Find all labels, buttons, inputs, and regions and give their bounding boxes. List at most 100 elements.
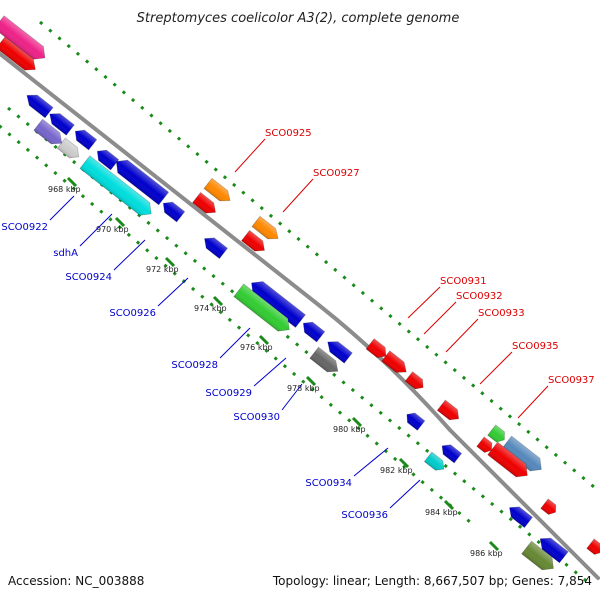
tick-mark <box>488 540 500 552</box>
tick-mark <box>305 375 317 387</box>
gene-arrow[interactable] <box>93 146 120 171</box>
gene-label-forward[interactable]: SCO0935 <box>512 341 559 352</box>
gene-arrow[interactable] <box>521 540 559 575</box>
tick-mark <box>258 334 270 346</box>
gene-label-forward[interactable]: SCO0933 <box>478 308 525 319</box>
gene-arrow[interactable] <box>0 36 40 75</box>
gene-arrow[interactable] <box>159 198 186 223</box>
gene-arrow[interactable] <box>365 338 390 362</box>
label-leader-line <box>389 479 421 509</box>
gene-label-forward[interactable]: SCO0937 <box>548 375 595 386</box>
gene-label-forward[interactable]: SCO0932 <box>456 291 503 302</box>
gene-arrow[interactable] <box>506 502 534 529</box>
tick-mark <box>164 256 176 268</box>
gene-arrow[interactable] <box>476 436 495 455</box>
gene-arrow[interactable] <box>247 277 306 328</box>
position-ticks: 968 kbp 970 kbp 972 kbp 974 kbp 976 kbp 978 k… <box>48 176 503 558</box>
tick-label: 972 kbp <box>146 265 179 274</box>
gene-arrow[interactable] <box>436 399 462 424</box>
gene-label-reverse[interactable]: SCO0926 <box>109 308 156 319</box>
tick-label: 984 kbp <box>425 508 458 517</box>
gene-arrow[interactable] <box>299 318 326 343</box>
gene-arrow[interactable] <box>23 90 54 119</box>
gene-arrow[interactable] <box>0 15 50 64</box>
gene-label-reverse[interactable]: SCO0924 <box>65 272 112 283</box>
tick-mark <box>114 216 126 228</box>
tick-label: 968 kbp <box>48 185 81 194</box>
gene-arrow[interactable] <box>324 337 353 364</box>
gene-label-reverse[interactable]: SCO0922 <box>1 222 48 233</box>
track-guide-line <box>39 20 600 494</box>
tick-label: 980 kbp <box>333 425 366 434</box>
label-leader-line <box>282 178 314 213</box>
track-guide-line <box>7 106 591 586</box>
gene-arrow[interactable] <box>203 177 234 205</box>
gene-arrow[interactable] <box>240 229 269 255</box>
label-leader-line <box>113 239 146 271</box>
gene-arrow[interactable] <box>536 533 569 564</box>
gene-label-reverse[interactable]: SCO0930 <box>233 412 280 423</box>
label-leader-line <box>517 385 549 419</box>
tick-mark <box>398 457 410 469</box>
gene-label-reverse[interactable]: sdhA <box>53 248 78 259</box>
gene-arrow[interactable] <box>46 109 75 136</box>
gene-arrow[interactable] <box>487 424 509 445</box>
label-leader-line <box>423 301 457 335</box>
gene-arrow[interactable] <box>111 155 170 206</box>
gene-label-reverse[interactable]: SCO0934 <box>305 478 352 489</box>
gene-arrow[interactable] <box>56 137 82 162</box>
gene-arrow[interactable] <box>501 435 547 476</box>
gene-label-forward[interactable]: SCO0925 <box>265 128 312 139</box>
label-leader-line <box>219 327 251 359</box>
gene-arrow[interactable] <box>381 350 410 377</box>
gene-features <box>0 15 600 575</box>
tick-label: 982 kbp <box>380 466 413 475</box>
track-guides <box>0 20 600 586</box>
label-leader-line <box>353 447 389 477</box>
label-leader-line <box>234 138 266 173</box>
gene-arrow[interactable] <box>201 233 229 260</box>
gene-arrow[interactable] <box>540 498 559 517</box>
label-leader-line <box>281 383 303 411</box>
genome-summary: Topology: linear; Length: 8,667,507 bp; … <box>272 574 592 588</box>
gene-arrow[interactable] <box>309 346 342 377</box>
gene-arrow[interactable] <box>251 215 282 243</box>
gene-labels: SCO0925SCO0927SCO0931SCO0932SCO0933SCO09… <box>1 128 594 521</box>
gene-label-forward[interactable]: SCO0927 <box>313 168 360 179</box>
label-leader-line <box>79 213 113 247</box>
tick-mark <box>212 295 224 307</box>
tick-label: 986 kbp <box>470 549 503 558</box>
tick-mark <box>351 416 363 428</box>
gene-arrow[interactable] <box>233 283 294 336</box>
label-leader-line <box>49 195 75 221</box>
gene-arrow[interactable] <box>423 451 447 474</box>
gene-label-reverse[interactable]: SCO0928 <box>171 360 218 371</box>
tick-mark <box>443 499 455 511</box>
gene-arrow[interactable] <box>404 371 427 393</box>
tick-label: 974 kbp <box>194 304 227 313</box>
gene-arrow[interactable] <box>438 441 463 464</box>
gene-arrow[interactable] <box>79 155 156 220</box>
label-leader-line <box>407 286 441 319</box>
tick-mark <box>66 176 78 188</box>
gene-label-reverse[interactable]: SCO0929 <box>205 388 252 399</box>
gene-arrow[interactable] <box>33 118 66 149</box>
gene-arrow[interactable] <box>71 126 98 151</box>
gene-arrow[interactable] <box>586 538 600 557</box>
gene-arrow[interactable] <box>487 441 533 482</box>
tick-label: 976 kbp <box>240 343 273 352</box>
gene-arrow[interactable] <box>191 191 220 217</box>
gene-label-forward[interactable]: SCO0931 <box>440 276 487 287</box>
label-leader-line <box>479 351 513 385</box>
gene-arrow[interactable] <box>403 410 426 431</box>
label-leader-line <box>445 318 479 353</box>
label-leaders <box>49 138 549 509</box>
tick-label: 970 kbp <box>96 225 129 234</box>
map-title: Streptomyces coelicolor A3(2), complete … <box>137 11 460 26</box>
tick-label: 978 kbp <box>287 384 320 393</box>
label-leader-line <box>253 357 287 387</box>
gene-label-reverse[interactable]: SCO0936 <box>341 510 388 521</box>
label-leader-line <box>157 277 189 307</box>
track-guide-line <box>0 124 471 524</box>
